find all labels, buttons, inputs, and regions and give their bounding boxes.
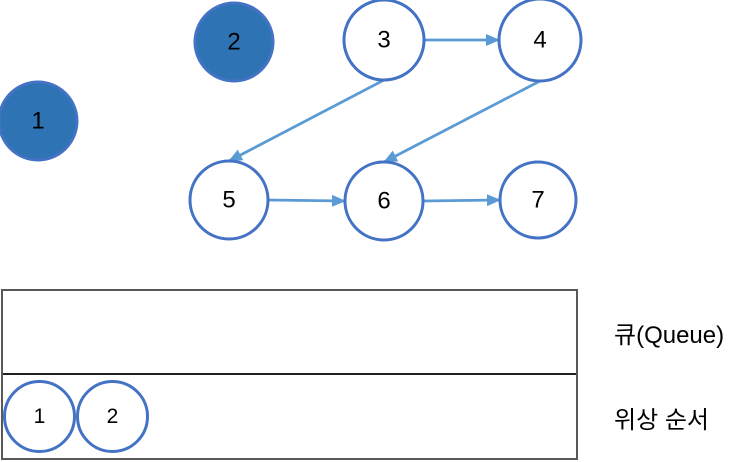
graph-node-label-2: 2 <box>227 29 240 56</box>
queue-row <box>3 291 576 375</box>
graph-node-label-1: 1 <box>31 108 44 135</box>
graph-node-4 <box>497 0 583 83</box>
order-item-1: 1 <box>3 380 76 453</box>
graph-node-label-3: 3 <box>377 27 390 54</box>
graph-node-label-4: 4 <box>533 27 546 54</box>
graph-nodes: 1 2 3 4 5 6 7 <box>0 0 583 242</box>
topological-order-label: 위상 순서 <box>614 407 709 434</box>
graph-node-label-7: 7 <box>531 187 544 214</box>
graph-node-5 <box>188 159 270 241</box>
graph-node-3 <box>342 0 426 82</box>
graph-edges <box>228 34 541 207</box>
graph-node-1 <box>0 80 79 162</box>
queue-label: 큐(Queue) <box>614 321 725 349</box>
graph-node-2 <box>193 1 275 83</box>
graph-node-7 <box>498 160 578 240</box>
graph-edge-5-to-6 <box>267 194 346 207</box>
graph-edge-3-to-5 <box>228 78 385 163</box>
graph-edge-4-to-6 <box>383 79 541 164</box>
dag-graph: 1 2 3 4 5 6 7 <box>0 0 583 242</box>
graph-edge-6-to-7 <box>422 194 501 207</box>
graph-node-6 <box>343 160 425 242</box>
order-item-2: 2 <box>76 380 149 453</box>
graph-node-label-6: 6 <box>377 188 390 215</box>
graph-node-label-5: 5 <box>222 187 235 214</box>
